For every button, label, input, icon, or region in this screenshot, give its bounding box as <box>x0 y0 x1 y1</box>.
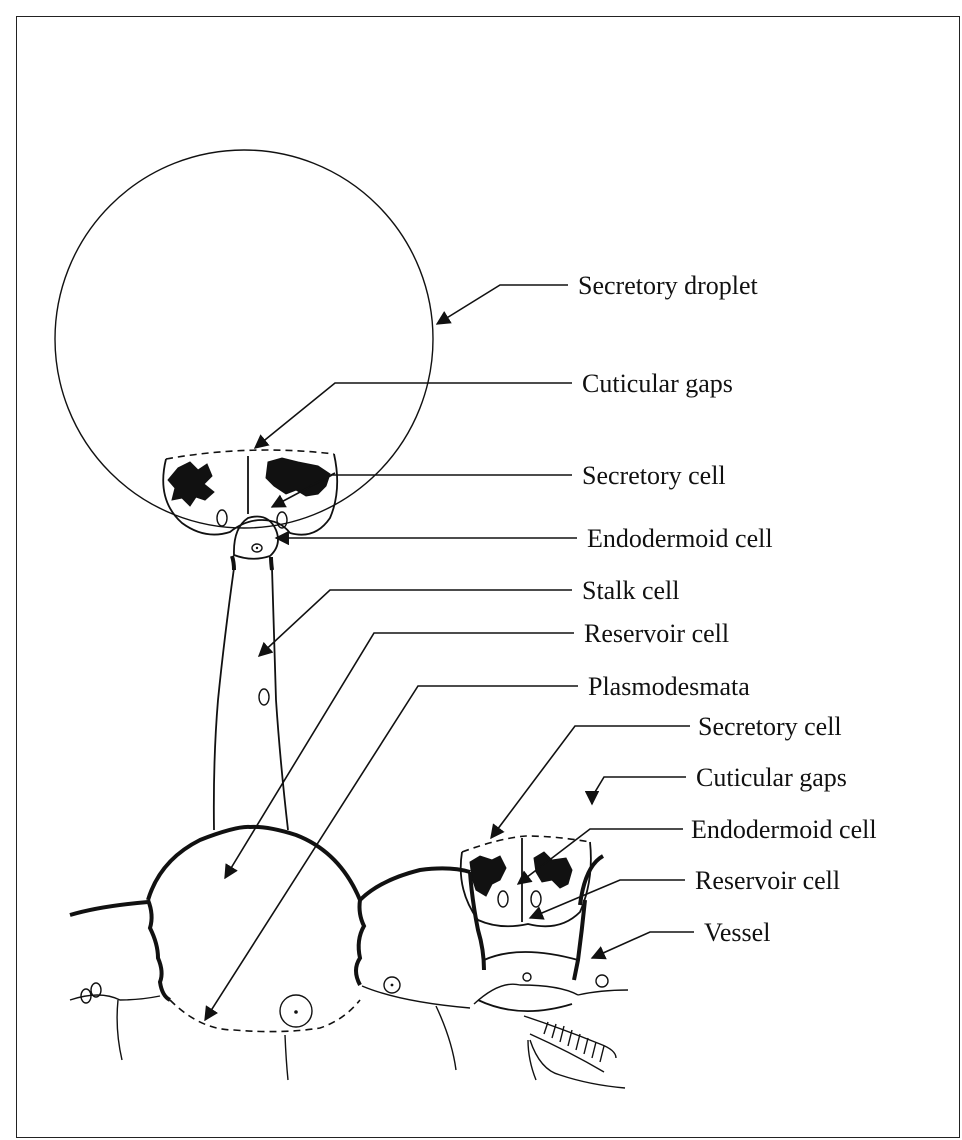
label-secretory-cell: Secretory cell <box>582 461 726 490</box>
label-reservoir-cell-2: Reservoir cell <box>695 866 840 895</box>
label-endodermoid-cell: Endodermoid cell <box>587 524 773 553</box>
surrounding-tissue <box>70 868 470 1080</box>
label-plasmodesmata: Plasmodesmata <box>588 672 750 701</box>
labels: Secretory droplet Cuticular gaps Secreto… <box>205 271 877 1020</box>
nucleus <box>259 689 269 705</box>
label-secretory-droplet: Secretory droplet <box>578 271 759 300</box>
label-vessel: Vessel <box>704 918 770 947</box>
label-secretory-cell-2: Secretory cell <box>698 712 842 741</box>
leader-cuticular-gaps-2 <box>592 777 686 804</box>
reservoir-cell-shape <box>148 827 360 900</box>
secretory-droplet-shape <box>55 150 433 528</box>
leader-reservoir-cell-2 <box>530 880 685 918</box>
stalk-cell-shape <box>214 568 234 830</box>
nucleus <box>531 891 541 907</box>
label-cuticular-gaps-2: Cuticular gaps <box>696 763 847 792</box>
leader-secretory-droplet <box>437 285 568 324</box>
nucleus <box>217 510 227 526</box>
nucleus <box>523 973 531 981</box>
secretory-granules-left <box>168 462 214 506</box>
leader-stalk-cell <box>259 590 572 656</box>
nucleus <box>596 975 608 987</box>
label-stalk-cell: Stalk cell <box>582 576 679 605</box>
leader-secretory-cell-2 <box>491 726 690 838</box>
small-gland <box>461 836 628 1011</box>
leader-vessel <box>592 932 694 958</box>
vessel-shape <box>524 1016 625 1088</box>
plasmodesmata-dashes <box>170 1000 360 1032</box>
cuticular-band <box>232 556 234 570</box>
cuticular-gap-dashes <box>166 450 334 459</box>
label-endodermoid-cell-2: Endodermoid cell <box>691 815 877 844</box>
label-reservoir-cell: Reservoir cell <box>584 619 729 648</box>
label-cuticular-gaps: Cuticular gaps <box>582 369 733 398</box>
nucleus <box>498 891 508 907</box>
secretory-granules-right <box>266 458 330 496</box>
leader-cuticular-gaps <box>255 383 572 448</box>
